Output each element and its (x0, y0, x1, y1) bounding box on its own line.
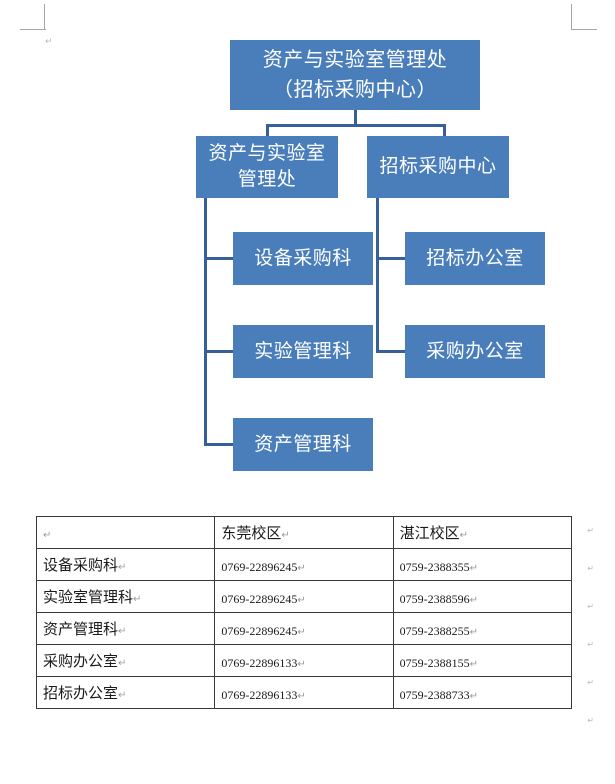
connector-root-to-left-branch (266, 124, 269, 138)
table-header-cell-dongguan: 东莞校区↵ (214, 516, 394, 549)
paragraph-mark: ↵ (133, 594, 142, 605)
table-cell-dongguan-phone-text: 0769-22896245 (221, 592, 298, 606)
table-cell-dongguan-phone-text: 0769-22896133 (221, 688, 298, 702)
connector-root-stem (354, 110, 357, 126)
margin-crop-mark-top-right (570, 4, 597, 30)
org-node-assets-lab-label: 资产与实验室管理处 (208, 143, 326, 190)
org-node-bidding-center-label: 招标采购中心 (379, 156, 497, 177)
table-cell-name-text: 设备采购科 (43, 558, 119, 574)
paragraph-mark: ↵ (587, 678, 594, 687)
connector-right-stub-1 (376, 257, 405, 260)
org-node-equipment-procurement: 设备采购科 (233, 232, 373, 285)
connector-right-stub-2 (376, 350, 405, 353)
paragraph-mark: ↵ (469, 659, 479, 670)
paragraph-mark: ↵ (43, 530, 52, 541)
table-cell-name-text: 招标办公室 (43, 686, 119, 702)
table-cell-zhanjiang-phone: 0759-2388155↵ (392, 644, 573, 677)
paragraph-mark: ↵ (587, 526, 594, 535)
connector-left-trunk (204, 198, 207, 446)
org-node-asset-management-label: 资产管理科 (254, 433, 352, 455)
paragraph-mark: ↵ (118, 626, 127, 637)
org-node-root: 资产与实验室管理处 （招标采购中心） (230, 40, 480, 110)
table-cell-name: 采购办公室↵ (35, 644, 216, 677)
table-row: 资产管理科↵ 0769-22896245↵ 0759-2388255↵ (35, 612, 573, 645)
table-header-cell-zhanjiang: 湛江校区↵ (392, 516, 573, 549)
table-row: 采购办公室↵ 0769-22896133↵ 0759-2388155↵ (35, 644, 573, 677)
paragraph-mark: ↵ (459, 530, 469, 541)
paragraph-mark: ↵ (297, 595, 306, 606)
table-cell-dongguan-phone: 0769-22896245↵ (214, 580, 394, 613)
contact-table-container: ↵ 东莞校区↵ 湛江校区↵ 设备采购科↵ 0769-22896245↵ (35, 516, 594, 725)
table-cell-zhanjiang-phone: 0759-2388596↵ (392, 580, 573, 613)
table-cell-zhanjiang-phone: 0759-2388733↵ (392, 676, 573, 709)
paragraph-mark: ↵ (281, 530, 290, 541)
org-node-root-line2: （招标采购中心） (273, 79, 437, 101)
table-cell-name: 资产管理科↵ (35, 612, 216, 645)
table-row: 招标办公室↵ 0769-22896133↵ 0759-2388733↵ (35, 676, 573, 709)
table-cell-dongguan-phone: 0769-22896245↵ (214, 612, 394, 645)
table-cell-zhanjiang-phone-text: 0759-2388355 (399, 560, 470, 574)
connector-right-trunk (376, 198, 379, 353)
org-chart: 资产与实验室管理处 （招标采购中心） 资产与实验室管理处 招标采购中心 设备采购… (196, 40, 545, 471)
table-cell-dongguan-phone-text: 0769-22896245 (221, 560, 298, 574)
paragraph-mark: ↵ (587, 716, 594, 725)
org-node-equipment-procurement-label: 设备采购科 (254, 247, 352, 269)
org-node-procurement-office: 采购办公室 (405, 325, 545, 378)
table-cell-name: 设备采购科↵ (35, 548, 216, 581)
table-cell-zhanjiang-phone-text: 0759-2388596 (399, 592, 470, 606)
org-node-procurement-office-label: 采购办公室 (426, 340, 524, 362)
table-cell-dongguan-phone: 0769-22896245↵ (214, 548, 394, 581)
table-header-label-zhanjiang: 湛江校区 (399, 526, 460, 542)
table-cell-dongguan-phone: 0769-22896133↵ (214, 676, 394, 709)
paragraph-mark: ↵ (469, 595, 479, 606)
org-node-lab-management-label: 实验管理科 (254, 340, 352, 362)
paragraph-mark: ↵ (587, 602, 594, 611)
paragraph-mark: ↵ (297, 563, 306, 574)
paragraph-mark: ↵ (469, 627, 479, 638)
paragraph-mark: ↵ (297, 691, 306, 702)
paragraph-mark: ↵ (118, 562, 127, 573)
org-node-root-line1: 资产与实验室管理处 (262, 49, 448, 71)
connector-left-stub-1 (204, 257, 233, 260)
paragraph-mark: ↵ (469, 691, 479, 702)
table-cell-zhanjiang-phone-text: 0759-2388155 (399, 656, 470, 670)
table-cell-zhanjiang-phone: 0759-2388255↵ (392, 612, 573, 645)
org-node-lab-management: 实验管理科 (233, 325, 373, 378)
connector-root-horizontal (266, 124, 446, 127)
paragraph-mark: ↵ (118, 658, 127, 669)
table-cell-dongguan-phone: 0769-22896133↵ (214, 644, 394, 677)
margin-crop-mark-top-left (20, 4, 46, 30)
org-node-bidding-office-label: 招标办公室 (426, 247, 524, 269)
org-node-bidding-office: 招标办公室 (405, 232, 545, 285)
table-cell-zhanjiang-phone-text: 0759-2388255 (399, 624, 470, 638)
paragraph-mark: ↵ (587, 640, 594, 649)
paragraph-mark: ↵ (297, 659, 306, 670)
org-node-asset-management: 资产管理科 (233, 418, 373, 471)
table-row: 设备采购科↵ 0769-22896245↵ 0759-2388355↵ (35, 548, 573, 581)
table-cell-name-text: 实验室管理科 (43, 590, 134, 606)
table-cell-dongguan-phone-text: 0769-22896133 (221, 656, 298, 670)
table-header-label-dongguan: 东莞校区 (221, 526, 282, 542)
paragraph-mark: ↵ (45, 37, 53, 47)
table-cell-zhanjiang-phone-text: 0759-2388733 (399, 688, 470, 702)
table-cell-zhanjiang-phone: 0759-2388355↵ (392, 548, 573, 581)
connector-left-stub-2 (204, 350, 233, 353)
table-header-cell-blank: ↵ (35, 516, 216, 549)
table-cell-name: 招标办公室↵ (35, 676, 216, 709)
table-row: 实验室管理科↵ 0769-22896245↵ 0759-2388596↵ (35, 580, 573, 613)
table-cell-name: 实验室管理科↵ (35, 580, 216, 613)
table-cell-name-text: 资产管理科 (43, 622, 119, 638)
table-cell-dongguan-phone-text: 0769-22896245 (221, 624, 298, 638)
table-cell-name-text: 采购办公室 (43, 654, 119, 670)
org-node-bidding-center: 招标采购中心 (367, 136, 509, 198)
paragraph-mark: ↵ (587, 564, 594, 573)
org-node-assets-lab: 资产与实验室管理处 (196, 136, 338, 198)
contact-table: ↵ 东莞校区↵ 湛江校区↵ 设备采购科↵ 0769-22896245↵ (35, 516, 573, 709)
connector-root-to-right-branch (443, 124, 446, 138)
connector-left-stub-3 (204, 443, 233, 446)
paragraph-mark: ↵ (469, 563, 479, 574)
paragraph-mark: ↵ (118, 690, 127, 701)
table-header-row: ↵ 东莞校区↵ 湛江校区↵ (35, 516, 573, 549)
paragraph-mark: ↵ (297, 627, 306, 638)
